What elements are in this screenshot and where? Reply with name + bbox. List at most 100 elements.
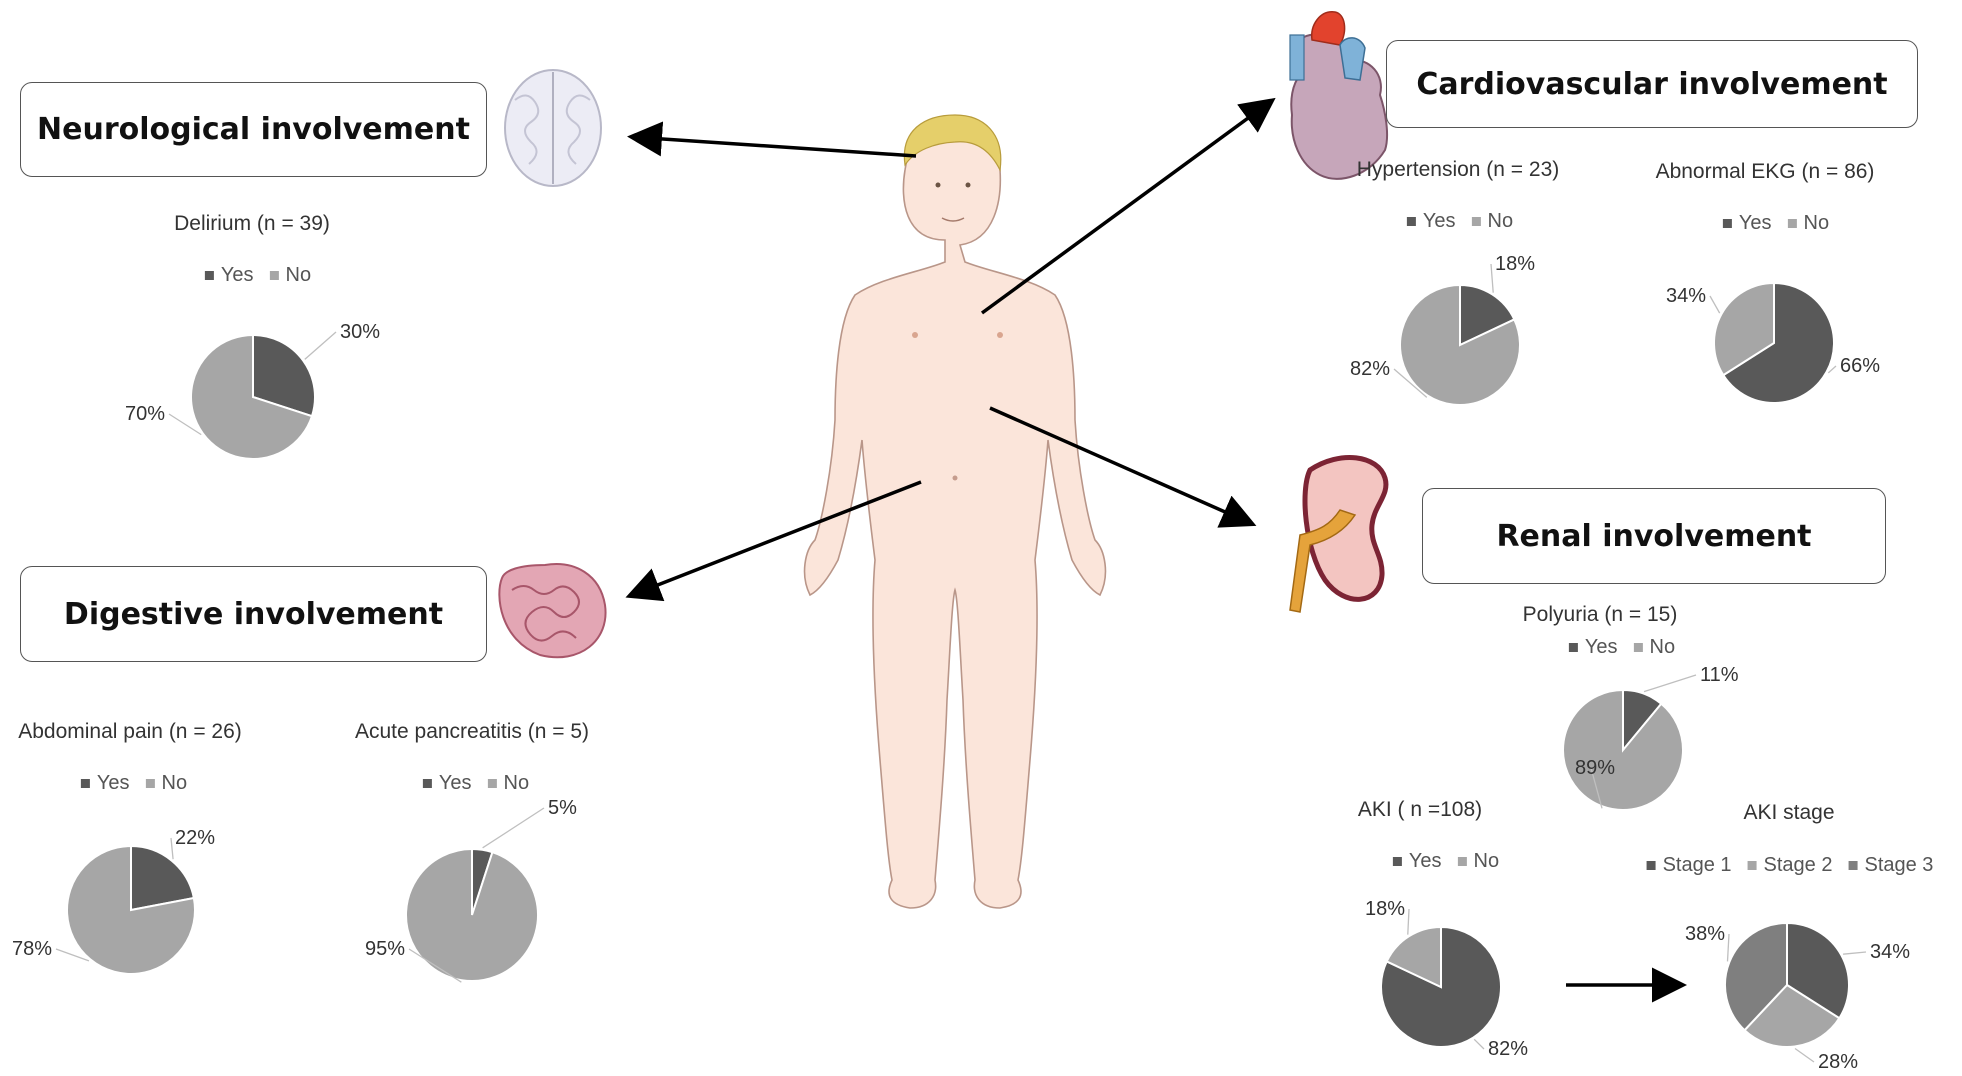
legend-label-no: No — [1473, 850, 1500, 872]
data-label-hypertension-1: 82% — [1350, 358, 1390, 380]
pie-slice-delirium-yes — [252, 333, 316, 418]
legend-label-no: No — [161, 772, 188, 794]
legend-label-yes: Yes — [1408, 850, 1442, 872]
legend-label-no: No — [1803, 212, 1830, 234]
leader-line-hypertension-0 — [1490, 263, 1494, 293]
legend-label-yes: Yes — [438, 772, 472, 794]
brain-icon — [504, 69, 602, 187]
leader-line-pancreatitis-0 — [482, 807, 545, 849]
legend-swatch-yes — [1568, 643, 1578, 652]
pie-slice-akistage-stage-3 — [1724, 921, 1788, 1032]
pie-slice-hypertension-no — [1399, 283, 1521, 406]
data-label-abdominal-1: 78% — [12, 938, 52, 960]
cardiovascular-box: Cardiovascular involvement — [1386, 40, 1918, 128]
legend-swatch-yes — [1722, 219, 1732, 228]
pie-slice-abdominal-yes — [130, 844, 196, 912]
data-label-akistage-2: 38% — [1685, 923, 1725, 945]
data-label-akistage-1: 28% — [1818, 1051, 1858, 1073]
legend-label-yes: Yes — [220, 264, 254, 286]
arrow-to-cardiovascular — [980, 97, 1276, 315]
data-label-akistage-0: 34% — [1870, 941, 1910, 963]
data-label-aki-0: 82% — [1488, 1038, 1528, 1060]
leader-line-polyuria-1 — [1590, 767, 1603, 809]
chart-title-hypertension: Hypertension (n = 23) — [1356, 158, 1560, 181]
leader-line-delirium-1 — [168, 413, 202, 436]
pie-slice-pancreatitis-no — [405, 847, 539, 982]
legend-label-stage-2: Stage 2 — [1763, 854, 1833, 876]
leader-line-akistage-0 — [1843, 951, 1867, 955]
pie-hypertension: 18% 82% — [1350, 253, 1535, 406]
arrow-to-renal — [989, 406, 1257, 528]
data-label-aki-1: 18% — [1365, 898, 1405, 920]
legend-swatch-no — [145, 779, 155, 788]
pie-polyuria: 11%89% — [1562, 664, 1739, 811]
arrow-to-neurological — [627, 121, 917, 158]
legend-swatch-no — [1787, 219, 1797, 228]
legend-pancreatitis: Yes No — [422, 772, 530, 795]
pie-slice-hypertension-yes — [1459, 283, 1516, 347]
legend-label-yes: Yes — [96, 772, 130, 794]
legend-aki-stage: Stage 1 Stage 2 Stage 3 — [1646, 854, 1934, 877]
leader-line-aki-1 — [1407, 908, 1410, 935]
leader-line-delirium-0 — [304, 331, 337, 360]
legend-label-yes: Yes — [1422, 210, 1456, 232]
leader-line-aki-0 — [1473, 1038, 1485, 1050]
data-label-ekg-1: 34% — [1666, 285, 1706, 307]
chart-title-ekg: Abnormal EKG (n = 86) — [1655, 160, 1875, 183]
data-label-delirium-1: 70% — [125, 403, 165, 425]
legend-abdominal: Yes No — [80, 772, 188, 795]
legend-swatch-yes — [204, 271, 214, 280]
leader-line-pancreatitis-1 — [408, 948, 462, 983]
pie-slice-akistage-stage-2 — [1743, 983, 1841, 1048]
leader-line-hypertension-1 — [1393, 368, 1428, 398]
pie-slice-abdominal-no — [66, 844, 196, 975]
chart-title-aki: AKI ( n =108) — [1357, 798, 1483, 821]
pie-slice-aki-no — [1385, 925, 1442, 989]
chart-title-pancreatitis: Acute pancreatitis (n = 5) — [354, 720, 590, 743]
neurological-box: Neurological involvement — [20, 82, 487, 177]
digestive-box: Digestive involvement — [20, 566, 487, 662]
chart-title-abdominal: Abdominal pain (n = 26) — [18, 720, 242, 743]
kidney-icon — [1289, 455, 1389, 613]
leader-line-akistage-2 — [1726, 933, 1730, 962]
legend-label-stage-3: Stage 3 — [1864, 854, 1934, 876]
pie-akistage: 34% 28% 38% — [1685, 921, 1910, 1073]
data-label-pancreatitis-1: 95% — [365, 938, 405, 960]
legend-swatch-yes — [1406, 217, 1416, 226]
pie-slice-ekg-yes — [1721, 281, 1835, 404]
chart-title-delirium: Delirium (n = 39) — [174, 212, 330, 235]
legend-aki: Yes No — [1392, 850, 1500, 873]
human-body-icon — [803, 114, 1107, 909]
legend-label-stage-1: Stage 1 — [1662, 854, 1732, 876]
pie-aki: 82% 18% — [1365, 898, 1528, 1060]
leader-line-akistage-1 — [1794, 1047, 1815, 1063]
legend-swatch-yes — [1392, 857, 1402, 866]
legend-label-no: No — [285, 264, 312, 286]
data-label-hypertension-0: 18% — [1495, 253, 1535, 275]
pie-slice-delirium-no — [190, 333, 314, 460]
legend-swatch-yes — [80, 779, 90, 788]
pie-slice-polyuria-no — [1562, 688, 1684, 811]
legend-label-no: No — [1649, 636, 1676, 658]
legend-label-no: No — [503, 772, 530, 794]
legend-swatch-stage-3 — [1848, 861, 1858, 870]
legend-polyuria: Yes No — [1568, 636, 1676, 659]
leader-line-abdominal-0 — [170, 837, 174, 860]
data-label-polyuria-1: 89% — [1575, 757, 1615, 779]
chart-title-aki-stage: AKI stage — [1743, 801, 1835, 824]
pie-abdominal: 22% 78% — [12, 827, 215, 975]
data-label-abdominal-0: 22% — [175, 827, 215, 849]
legend-swatch-stage-1 — [1646, 861, 1656, 870]
legend-swatch-no — [487, 779, 497, 788]
leader-line-ekg-0 — [1827, 365, 1837, 374]
data-label-delirium-0: 30% — [340, 321, 380, 343]
pie-slice-aki-yes — [1380, 925, 1502, 1048]
legend-hypertension: Yes No — [1406, 210, 1513, 233]
chart-title-polyuria: Polyuria (n = 15) — [1522, 603, 1678, 626]
leader-line-ekg-1 — [1709, 295, 1721, 314]
legend-swatch-no — [1471, 217, 1481, 226]
pie-ekg: 66%34% — [1666, 281, 1880, 404]
legend-label-yes: Yes — [1738, 212, 1772, 234]
